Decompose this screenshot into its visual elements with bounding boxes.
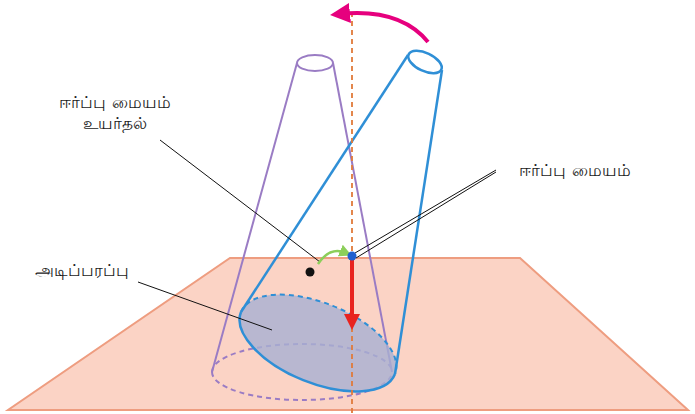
leader-lines [138,140,496,330]
centre-of-gravity-dot [348,252,357,261]
rise-label: ஈர்ப்பு மையம் உயர்தல் [50,92,180,135]
tilted-frustum [226,46,445,411]
weight-arrow [350,258,354,322]
base-label: அடிப்பரப்பு [22,260,142,281]
rise-arrow [318,251,346,264]
vertical-line [351,12,353,414]
centre-label: ஈர்ப்பு மையம் [500,160,650,181]
old-centre-dot [306,268,315,277]
rotation-arrow [340,13,428,42]
